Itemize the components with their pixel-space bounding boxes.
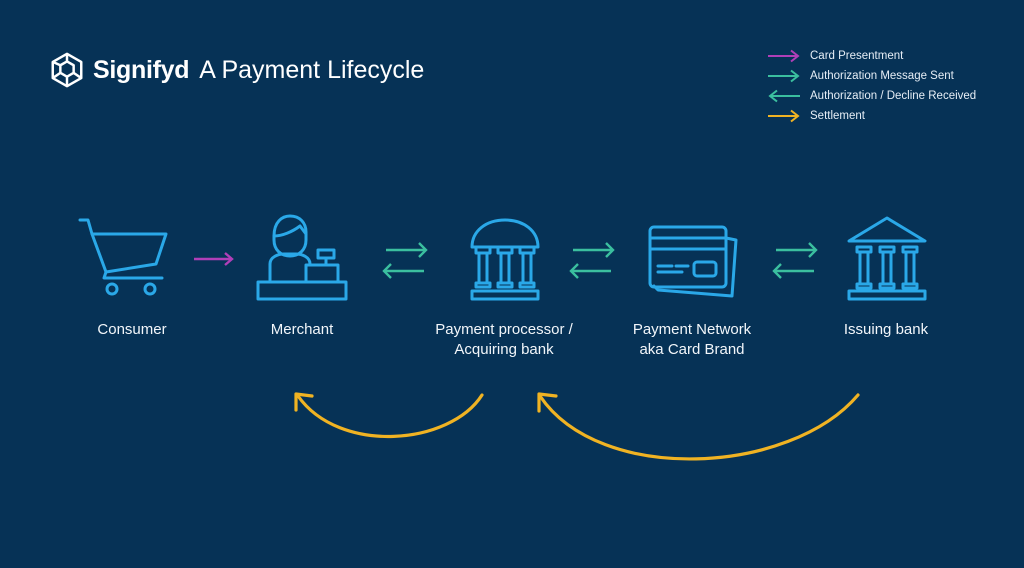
legend-item-card-presentment: Card Presentment — [766, 46, 976, 66]
brand-name: Signifyd — [93, 55, 190, 84]
legend-item-authorization-received: Authorization / Decline Received — [766, 86, 976, 106]
dome-bank-icon — [470, 218, 540, 301]
bank-building-icon — [847, 216, 927, 301]
legend-item-authorization-sent: Authorization Message Sent — [766, 66, 976, 86]
arrow-right-purple-icon — [768, 49, 800, 63]
settlement-arc-processor-to-merchant-icon — [294, 392, 484, 438]
authorization-exchange-arrows-icon — [382, 242, 428, 279]
legend: Card Presentment Authorization Message S… — [766, 46, 976, 126]
shopping-cart-icon — [78, 218, 168, 296]
page-title: A Payment Lifecycle — [199, 55, 425, 84]
credit-cards-icon — [648, 225, 738, 298]
legend-item-settlement: Settlement — [766, 106, 976, 126]
node-label-issuing-bank: Issuing bank — [843, 321, 929, 338]
arrow-right-green-icon — [768, 69, 800, 83]
node-label-merchant: Merchant — [270, 321, 334, 338]
node-label-consumer: Consumer — [97, 321, 167, 338]
arrow-left-green-icon — [768, 89, 800, 103]
settlement-arc-issuer-to-processor-icon — [537, 392, 860, 461]
signifyd-logo-icon — [51, 52, 83, 88]
header: Signifyd A Payment Lifecycle — [48, 50, 424, 90]
card-presentment-arrow-icon — [194, 252, 234, 266]
node-label-payment-processor: Payment processor / Acquiring bank — [435, 321, 573, 358]
authorization-exchange-arrows-icon — [569, 242, 615, 279]
arrow-right-yellow-icon — [768, 109, 800, 123]
cashier-icon — [256, 214, 348, 301]
node-label-payment-network: Payment Network aka Card Brand — [632, 321, 752, 358]
authorization-exchange-arrows-icon — [772, 242, 818, 279]
